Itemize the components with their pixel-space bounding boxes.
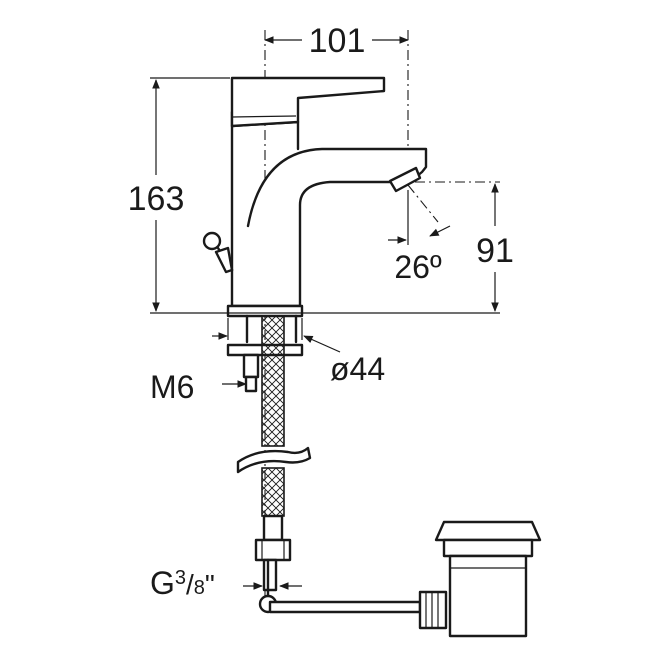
label-height-163: 163 [128, 180, 185, 218]
label-spout-height-91: 91 [476, 232, 514, 270]
label-stud-thread-m6: M6 [150, 369, 194, 405]
label-hose-connection: G3/8" [150, 565, 215, 601]
dimension-spout-angle [388, 190, 451, 245]
lever-handle [230, 76, 386, 128]
label-hose-denominator: 8 [194, 577, 205, 599]
label-hose-suffix: " [205, 569, 215, 600]
pop-up-waste [258, 520, 542, 638]
label-base-diameter-44: ø44 [330, 351, 385, 387]
label-spout-angle-26: 26º [394, 249, 442, 285]
label-hose-prefix: G [150, 565, 175, 601]
label-hose-numerator: 3 [175, 567, 186, 589]
label-hose-slash: / [186, 569, 194, 600]
flexible-hose [236, 315, 312, 592]
label-width-101: 101 [309, 22, 366, 60]
dimension-height [150, 77, 500, 314]
dimension-base-diameter [212, 318, 341, 353]
aerator [388, 166, 422, 193]
pop-up-rod-knob [202, 231, 234, 274]
